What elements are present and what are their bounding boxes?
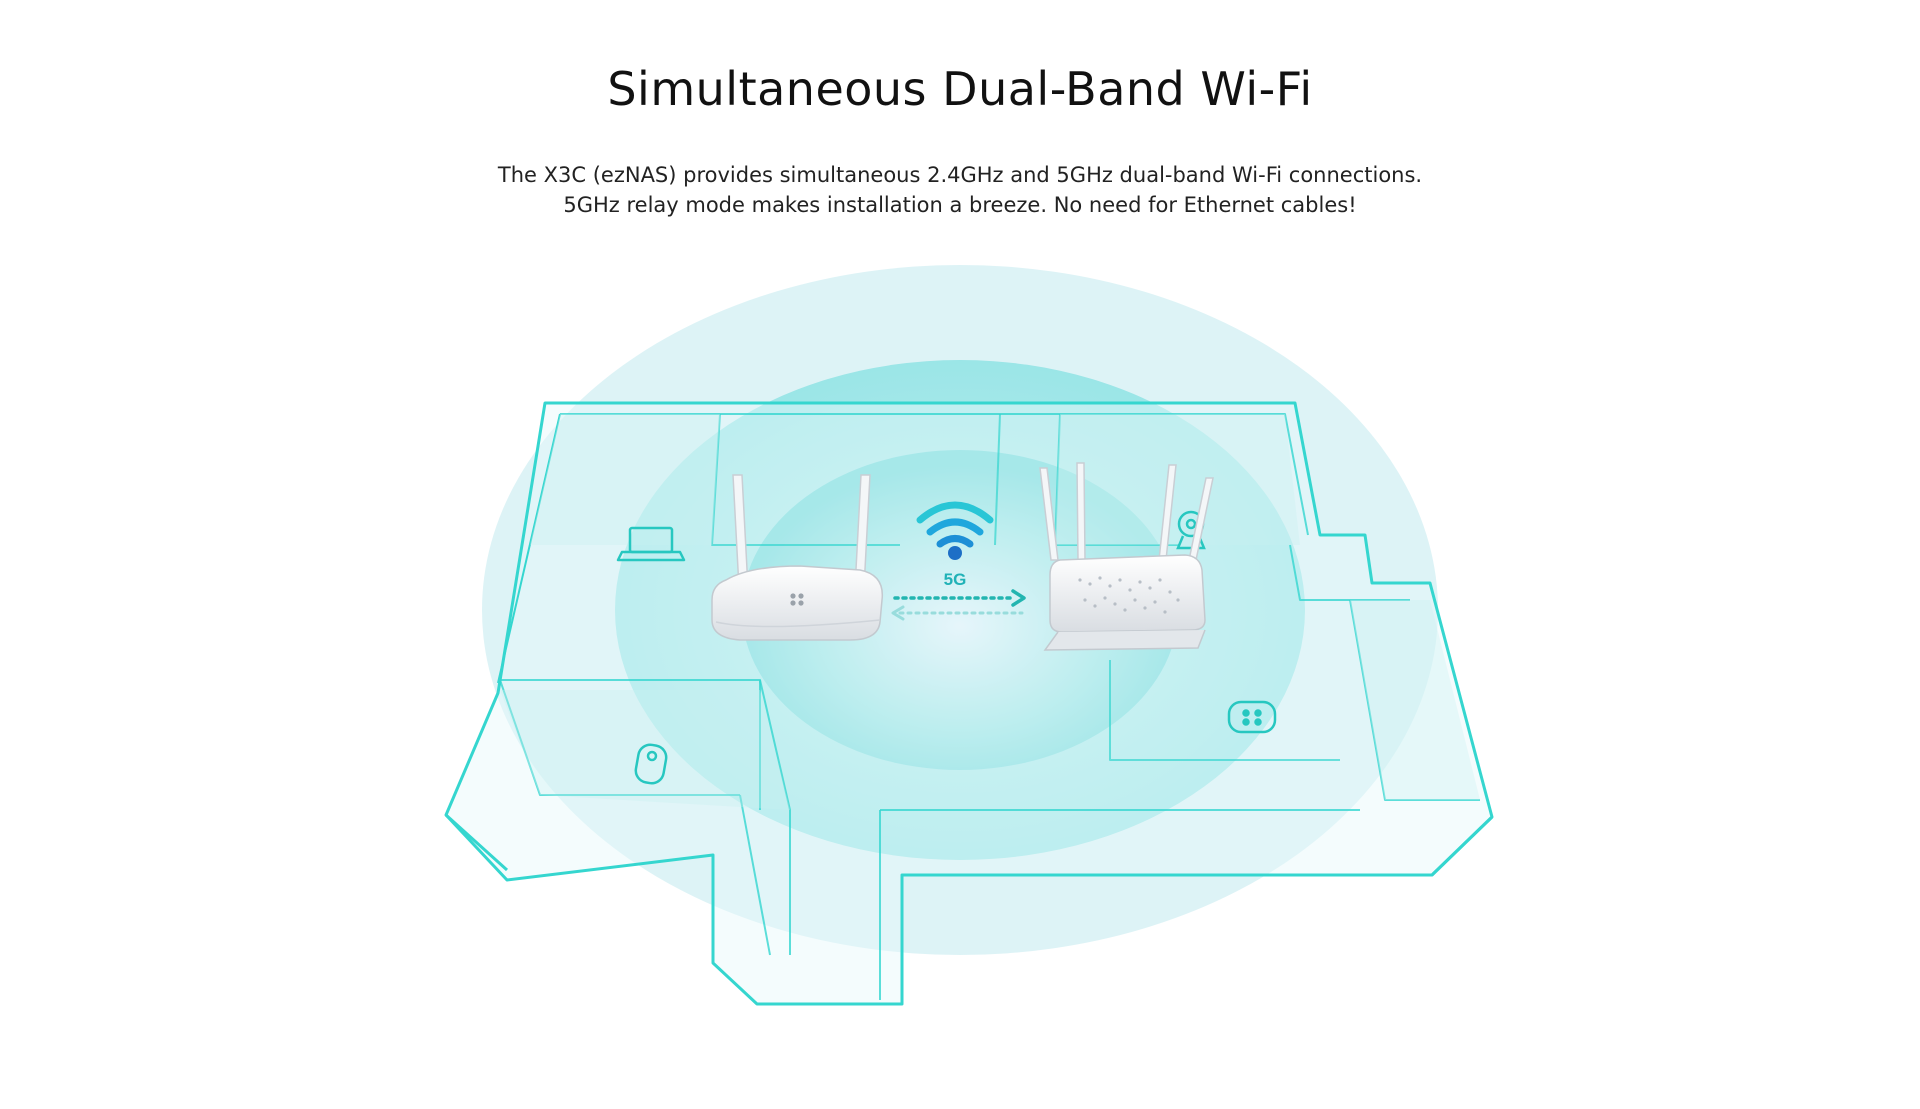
wall-panels [500, 414, 1480, 810]
wifi-signal-icon [916, 501, 994, 560]
smart-plug-icon [634, 743, 668, 785]
speaker-icon [1227, 700, 1277, 734]
router-icon [711, 474, 884, 641]
relay-arrows [891, 589, 1026, 621]
page-description: The X3C (ezNAS) provides simultaneous 2.… [0, 160, 1920, 220]
floorplan [444, 401, 1494, 1006]
description-line-2: 5GHz relay mode makes installation a bre… [563, 193, 1357, 217]
extender-icon [1039, 462, 1214, 651]
coverage-inner [742, 450, 1178, 770]
laptop-icon [616, 526, 686, 562]
band-label: 5G [944, 570, 967, 589]
page-title: Simultaneous Dual-Band Wi-Fi [607, 62, 1313, 116]
description-line-1: The X3C (ezNAS) provides simultaneous 2.… [497, 163, 1423, 187]
